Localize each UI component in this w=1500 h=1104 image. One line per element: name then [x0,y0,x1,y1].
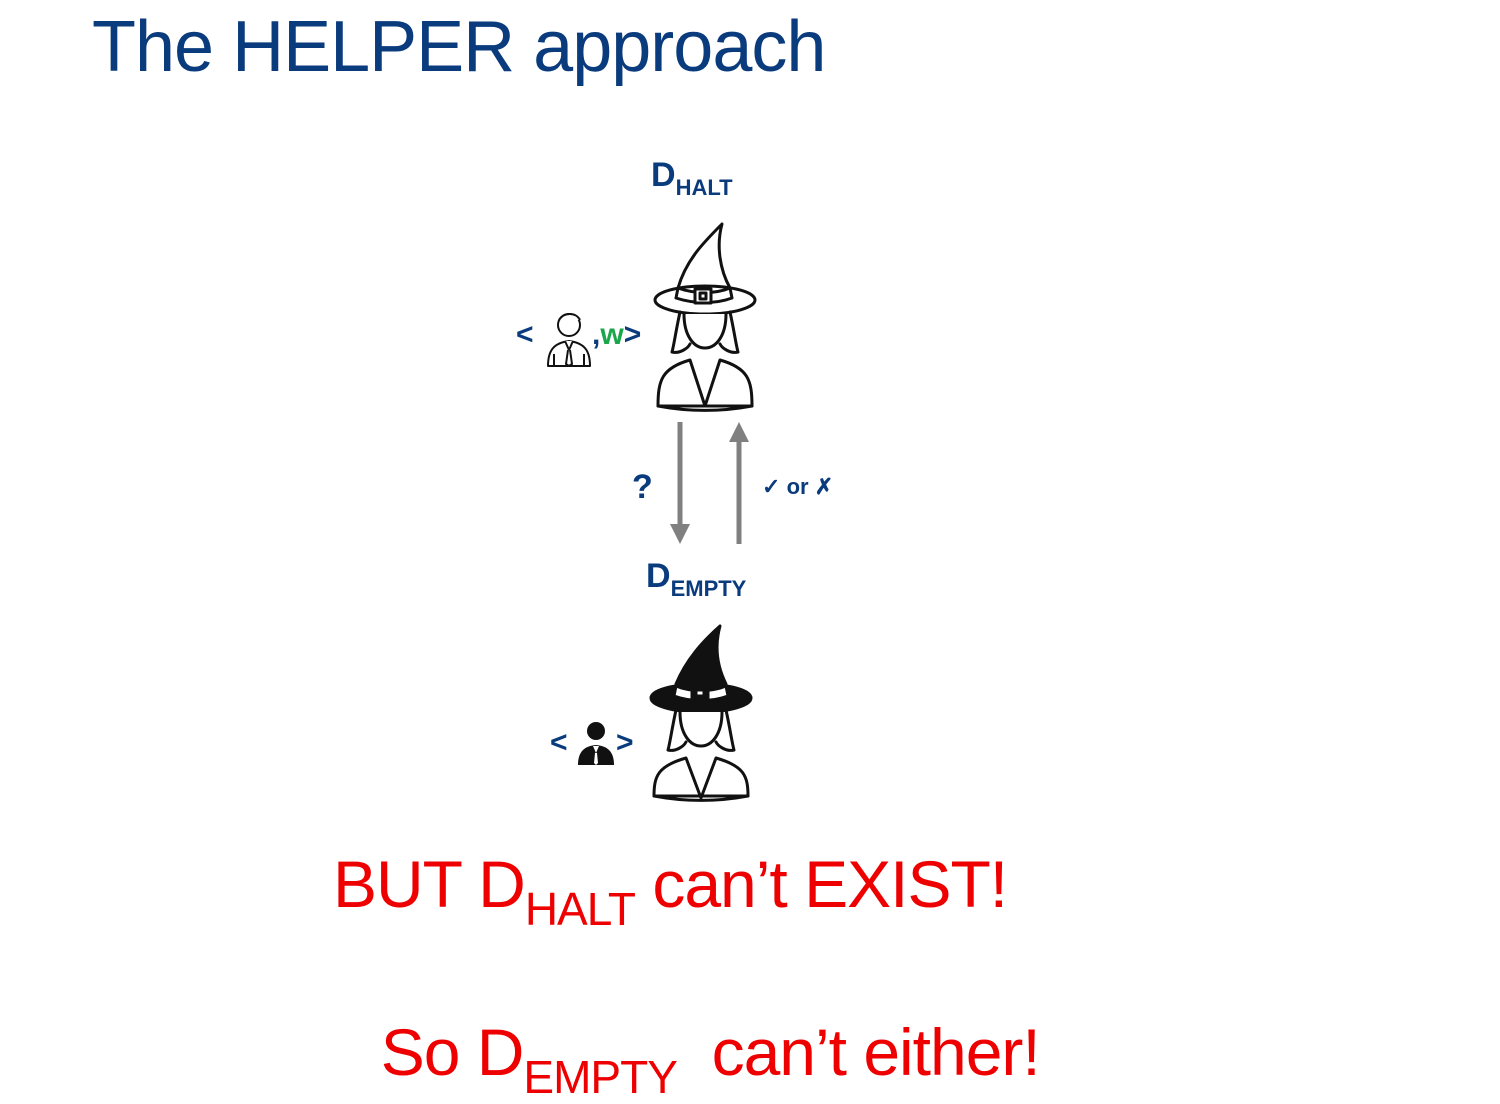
conclusion-line-1-a: BUT D [333,847,526,921]
program-person-solid-icon [578,722,614,765]
check-icon: ✓ [762,474,781,499]
input-open-bracket: < [516,318,534,351]
conclusion-line-1: BUT DHALT can’t EXIST! [333,846,1008,936]
helper-input: < [516,318,534,352]
conclusion-line-1-sub: HALT [524,883,636,935]
input-w: w [600,318,624,351]
conclusion-line-2-a: So D [380,1015,525,1089]
answer-label: ✓ or ✗ [762,474,833,500]
answer-arrow-up [729,422,749,544]
input-close-bracket: > [623,318,642,351]
helper-input-tail: ,w> [592,318,641,352]
conclusion-line-2-b: can’t either! [676,1015,1041,1089]
query-mark: ? [632,468,653,506]
witch-solid-icon [649,624,753,802]
helper-label-sub: HALT [675,175,733,200]
target-input-close: > [616,726,634,759]
target-label: DEMPTY [646,557,746,602]
query-arrow-down [670,422,690,544]
helper-label-main: D [651,156,676,194]
conclusion-line-2: So DEMPTY can’t either! [346,938,1041,1104]
answer-or: or [786,474,809,499]
target-label-sub: EMPTY [670,576,747,601]
conclusion-line-1-b: can’t EXIST! [634,847,1008,921]
target-input-open: < [550,726,568,759]
cross-icon: ✗ [814,474,834,499]
conclusion-line-2-sub: EMPTY [523,1051,677,1103]
input-separator: , [592,318,601,351]
program-person-icon [547,313,591,367]
slide-title: The HELPER approach [92,7,826,87]
witch-outline-icon [653,222,757,412]
helper-label: DHALT [651,156,733,201]
target-label-main: D [646,557,671,595]
